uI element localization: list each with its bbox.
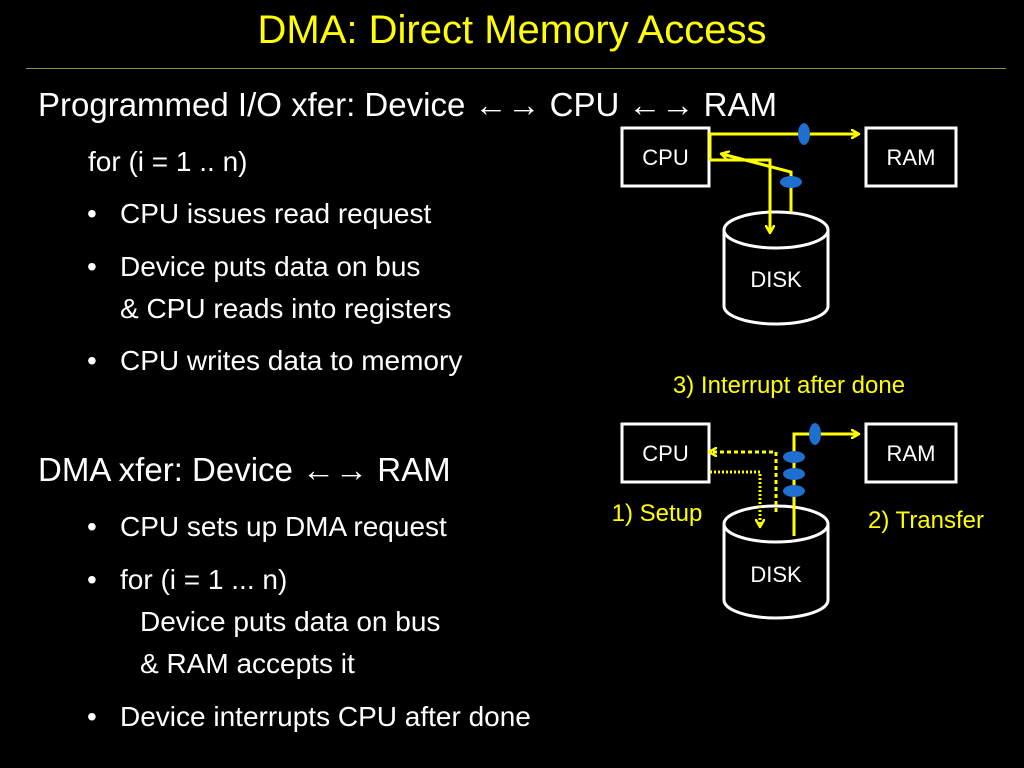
disk-to-cpu-arrow <box>722 154 793 212</box>
bullet-line: Device interrupts CPU after done <box>120 701 531 732</box>
bullet-line: Device puts data on bus <box>140 606 441 637</box>
dma-bullet-3: • Device interrupts CPU after done <box>87 696 531 738</box>
disk-cylinder <box>722 210 830 326</box>
cpu-box <box>620 422 711 484</box>
bullet-dot: • <box>87 511 97 542</box>
title-divider <box>26 68 1006 69</box>
bus-marker <box>783 468 805 480</box>
interrupt-label: 3) Interrupt after done <box>673 372 905 399</box>
transfer-label: 2) Transfer <box>868 507 984 534</box>
bullet-line: CPU sets up DMA request <box>120 511 447 542</box>
disk-label: DISK <box>750 562 802 587</box>
disk-to-ram-arrow <box>792 434 858 536</box>
bullet-dot: • <box>87 345 97 376</box>
bullet-line: for (i = 1 ... n) <box>120 564 288 595</box>
programmed-io-diagram: CPU RAM DISK <box>620 123 958 326</box>
interrupt-arrow <box>710 452 778 512</box>
dma-bullet-2: • for (i = 1 ... n) Device puts data on … <box>87 559 441 685</box>
bus-marker <box>780 176 802 188</box>
bullet-dot: • <box>87 198 97 229</box>
programmed-io-loop: for (i = 1 .. n) <box>88 146 248 177</box>
bus-marker <box>783 485 805 497</box>
cpu-label: CPU <box>642 441 688 466</box>
bullet-line: Device puts data on bus <box>120 251 421 282</box>
ram-box <box>864 422 958 484</box>
cpu-label: CPU <box>642 145 688 170</box>
bus-marker <box>798 123 810 145</box>
programmed-bullet-1: • CPU issues read request <box>87 193 432 235</box>
bullet-dot: • <box>87 701 97 732</box>
ram-label: RAM <box>887 145 936 170</box>
slide-title: DMA: Direct Memory Access <box>257 8 767 52</box>
dma-diagram: 3) Interrupt after done CPU RAM DISK 1) … <box>612 372 984 620</box>
programmed-bullet-2: • Device puts data on bus & CPU reads in… <box>87 246 452 330</box>
dma-bullet-1: • CPU sets up DMA request <box>87 506 447 548</box>
ram-box <box>864 126 958 188</box>
disk-cylinder <box>722 504 830 620</box>
programmed-io-heading: Programmed I/O xfer: Device ←→ CPU ←→ RA… <box>38 86 777 123</box>
setup-arrow <box>710 470 760 526</box>
bus-marker <box>783 451 805 463</box>
ram-label: RAM <box>887 441 936 466</box>
bullet-line: & CPU reads into registers <box>120 293 452 324</box>
programmed-bullet-3: • CPU writes data to memory <box>87 340 463 382</box>
bus-marker <box>809 423 821 445</box>
bullet-line: CPU issues read request <box>120 198 432 229</box>
setup-label: 1) Setup <box>612 500 703 527</box>
disk-label: DISK <box>750 267 802 292</box>
bullet-dot: • <box>87 251 97 282</box>
dma-heading: DMA xfer: Device ←→ RAM <box>38 451 451 488</box>
bullet-dot: • <box>87 564 97 595</box>
bullet-line: & RAM accepts it <box>140 648 355 679</box>
bullet-line: CPU writes data to memory <box>120 345 463 376</box>
